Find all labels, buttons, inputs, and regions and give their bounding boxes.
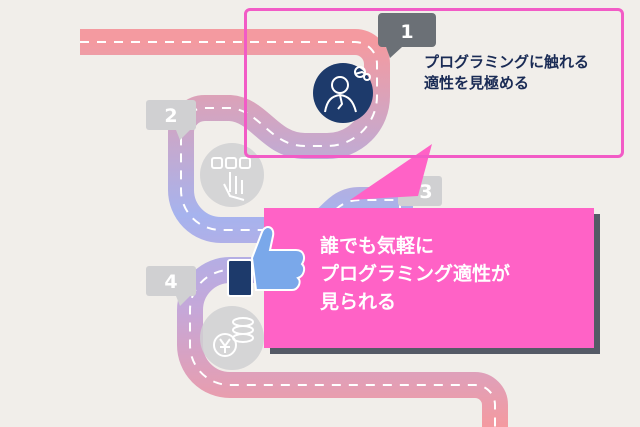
step-1-line-1: プログラミングに触れる [424,53,590,71]
step-1-description: プログラミングに触れる 適性を見極める [424,52,624,94]
step-1-number: 1 [400,21,413,43]
road-center-line [80,41,496,427]
callout-line-2: プログラミング適性が [320,263,511,285]
thumbs-up-icon [227,226,306,297]
callout-message: 誰でも気軽に プログラミング適性が 見られる [320,232,610,316]
touch-hand-icon [211,157,251,201]
step-2-badge: 2 [146,100,196,140]
step-4-number: 4 [164,271,177,293]
step-2-number: 2 [164,105,177,127]
step-3-number: 3 [419,181,432,203]
callout-line-1: 誰でも気軽に [320,235,435,257]
step-1-badge: 1 [378,13,436,58]
step-4-badge: 4 [146,266,196,306]
person-thinking-icon [324,66,371,113]
step-1-highlight [244,8,624,158]
coins-yen-icon [213,317,254,357]
step-1-line-2: 適性を見極める [424,74,530,92]
callout-box [264,208,594,348]
callout-pointer [350,144,432,200]
callout-line-3: 見られる [320,291,397,313]
